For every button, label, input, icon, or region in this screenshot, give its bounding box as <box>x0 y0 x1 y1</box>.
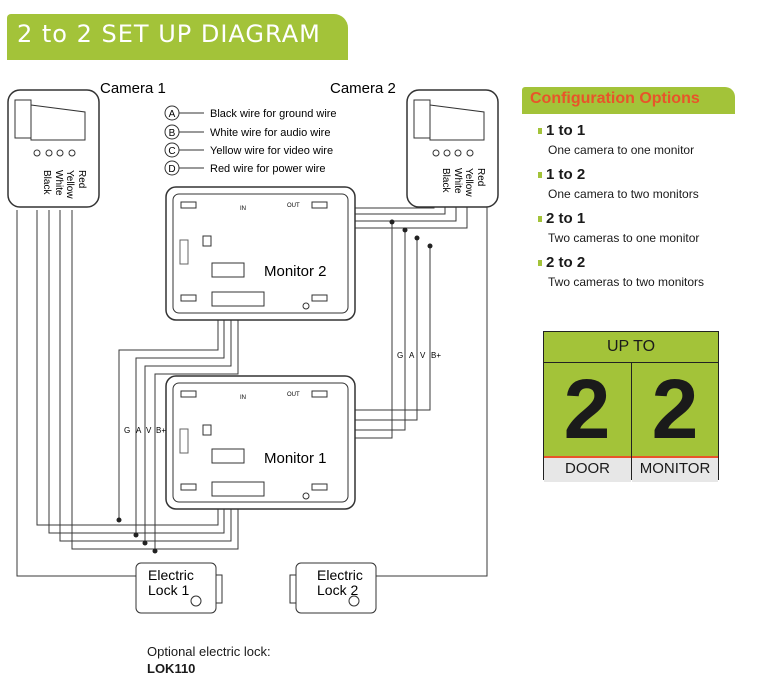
junction-dot <box>389 219 395 225</box>
optional-lock-model: LOK110 <box>147 661 196 676</box>
legend-text-d: Red wire for power wire <box>210 163 326 175</box>
bus-g <box>118 320 219 520</box>
lock-1-line1: Electric <box>148 567 194 583</box>
bus-label-left-g: G <box>124 426 130 435</box>
config-title: Configuration Options <box>530 90 700 107</box>
config-option-desc: One camera to one monitor <box>548 143 695 157</box>
config-option-desc: One camera to two monitors <box>548 187 699 201</box>
legend-letter-b: B <box>169 128 176 139</box>
wire-lock1 <box>16 210 136 577</box>
camera-2 <box>406 89 499 208</box>
junction-dot <box>402 227 408 233</box>
bullet-icon <box>538 172 542 178</box>
bus-label-left-v: V <box>146 426 152 435</box>
camera-1-wire-white: White <box>53 170 64 196</box>
bus-label-left-b: B+ <box>156 426 166 435</box>
bus-label-right-g: G <box>397 351 403 360</box>
camera-1-wire-black: Black <box>41 170 52 195</box>
legend-text-a: Black wire for ground wire <box>210 108 337 120</box>
monitor-1-out-tag: OUT <box>287 392 300 398</box>
camera-2-label: Camera 2 <box>330 80 396 97</box>
camera-1-wire-red: Red <box>76 170 87 188</box>
capacity-badge: UP TO 2 2 DOOR MONITOR <box>543 331 719 482</box>
camera-2-wire-yellow: Yellow <box>463 168 474 197</box>
badge-monitor-label: MONITOR <box>632 456 718 482</box>
bus-v <box>144 320 232 543</box>
lock-1-line2: Lock 1 <box>148 582 189 598</box>
legend-text-c: Yellow wire for video wire <box>210 145 333 157</box>
monitor-1-in-tag: IN <box>240 395 246 401</box>
optional-lock-text: Optional electric lock: <box>147 644 271 659</box>
monitor-2-in-tag: IN <box>240 206 246 212</box>
wire-cam1-black <box>36 210 219 526</box>
legend-letter-a: A <box>169 109 176 120</box>
config-option-label: 2 to 1 <box>546 210 586 227</box>
bus-label-right-a: A <box>409 351 415 360</box>
monitor-1-label: Monitor 1 <box>264 450 327 467</box>
page-title: 2 to 2 SET UP DIAGRAM <box>17 20 321 48</box>
badge-door-label: DOOR <box>544 456 631 482</box>
camera-2-wire-red: Red <box>475 168 486 186</box>
badge-door-count: 2 <box>563 362 611 456</box>
junction-dot <box>142 540 148 546</box>
title-banner: 2 to 2 SET UP DIAGRAM <box>7 14 348 60</box>
bus-label-right-v: V <box>420 351 426 360</box>
junction-dot <box>152 548 158 554</box>
junction-dot <box>427 243 433 249</box>
camera-2-wire-black: Black <box>440 168 451 193</box>
bus-label-right-b: B+ <box>431 351 441 360</box>
camera-2-wire-white: White <box>452 168 463 194</box>
junction-dot <box>116 517 122 523</box>
monitor-2 <box>165 186 356 321</box>
config-option-label: 2 to 2 <box>546 254 586 271</box>
monitor-2-out-tag: OUT <box>287 203 300 209</box>
badge-divider <box>631 363 632 480</box>
bus-a <box>135 320 225 535</box>
electric-lock-2 <box>289 562 377 614</box>
electric-lock-1 <box>135 562 223 614</box>
bullet-icon <box>538 128 542 134</box>
bus-label-left-a: A <box>136 426 142 435</box>
legend-letter-d: D <box>168 164 175 175</box>
junction-dot <box>414 235 420 241</box>
wire-lock2 <box>376 170 488 577</box>
bus-b <box>154 320 239 551</box>
camera-1-wire-yellow: Yellow <box>64 170 75 199</box>
config-option-label: 1 to 2 <box>546 166 586 183</box>
badge-header: UP TO <box>544 332 718 363</box>
monitor-1 <box>165 375 356 510</box>
monitor-2-label: Monitor 2 <box>264 263 327 280</box>
wire-legend: A Black wire for ground wire B White wir… <box>164 105 337 176</box>
lock-2-line1: Electric <box>317 567 363 583</box>
legend-letter-c: C <box>168 146 175 157</box>
lock-2-line2: Lock 2 <box>317 582 358 598</box>
legend-text-b: White wire for audio wire <box>210 127 330 139</box>
camera-1-label: Camera 1 <box>100 80 166 97</box>
config-option-desc: Two cameras to two monitors <box>548 275 705 289</box>
badge-monitor-count: 2 <box>651 362 699 456</box>
config-option-label: 1 to 1 <box>546 122 586 139</box>
config-title-banner: Configuration Options <box>522 87 735 114</box>
config-option-desc: Two cameras to one monitor <box>548 231 700 245</box>
junction-dot <box>133 532 139 538</box>
camera-1 <box>7 89 100 208</box>
junction-dots <box>116 219 433 554</box>
bullet-icon <box>538 260 542 266</box>
bullet-icon <box>538 216 542 222</box>
